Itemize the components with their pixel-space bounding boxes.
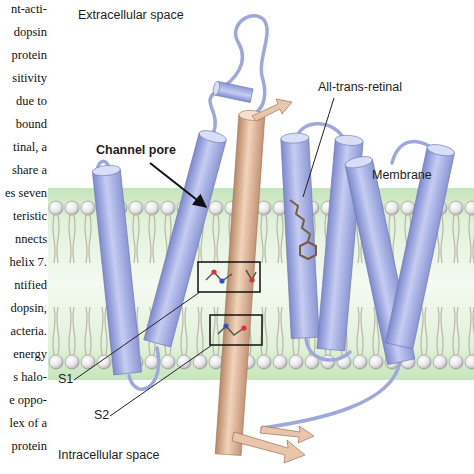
page-text-fragment: protein: [0, 439, 47, 454]
figure-label: Channel pore: [96, 143, 176, 158]
page-text-fragment: tinal, a: [0, 140, 47, 155]
page-text-fragment: nnects: [0, 232, 47, 247]
beta-strand: [260, 426, 314, 443]
figure-label: S2: [94, 408, 109, 423]
page-text-fragment: nt-acti-: [0, 2, 47, 17]
page-text-fragment: energy: [0, 347, 47, 362]
page-text-fragment: helix 7.: [0, 255, 47, 270]
page-text-fragment: ntified: [0, 278, 47, 293]
figure-label: Membrane: [372, 168, 432, 183]
helix-cylinder: [215, 110, 265, 456]
site-box: [198, 262, 260, 292]
page-text-fragment: acteria.: [0, 324, 47, 339]
figure-label: S1: [58, 372, 73, 387]
protein-loop: [97, 16, 438, 428]
page-text-fragment: due to: [0, 94, 47, 109]
pore-arrow: [150, 163, 206, 207]
figure-label: Intracellular space: [58, 448, 159, 463]
retinal-molecule: [290, 200, 316, 259]
page-text-fragment: s halo-: [0, 370, 47, 385]
helix-cylinder: [92, 164, 142, 375]
page-text-fragment: es seven: [0, 186, 47, 201]
short-helix: [212, 81, 253, 103]
page-text-fragment: bound: [0, 117, 47, 132]
page-text-fragment: sitivity: [0, 71, 47, 86]
page-text-fragment: lex of a: [0, 416, 47, 431]
page-text-fragment: e oppo-: [0, 393, 47, 408]
beta-strand: [252, 99, 292, 121]
page-text-fragment: dopsin,: [0, 301, 47, 316]
figure-label: All-trans-retinal: [318, 80, 402, 95]
residue-sticks: [206, 269, 256, 335]
helix-cylinder: [144, 128, 228, 347]
page-text-fragment: dopsin: [0, 25, 47, 40]
leader-line: [110, 345, 212, 416]
leader-line: [303, 98, 334, 197]
page-text-fragment: teristic: [0, 209, 47, 224]
site-box: [210, 315, 262, 345]
page-text-fragment: share a: [0, 163, 47, 178]
page-text-fragment: protein: [0, 48, 47, 63]
figure-label: Extracellular space: [78, 8, 184, 23]
